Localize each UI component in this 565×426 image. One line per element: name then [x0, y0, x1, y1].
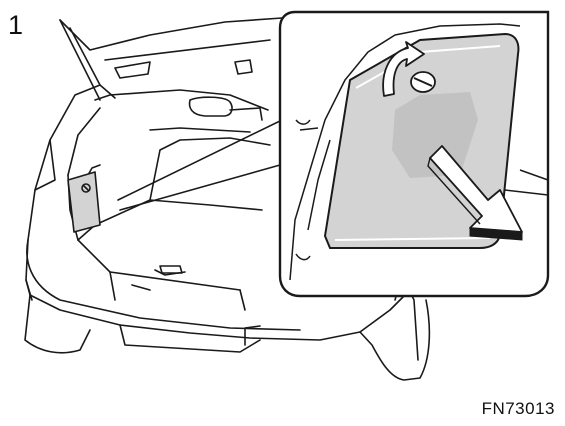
zoom-inset	[278, 10, 550, 298]
step-number: 1	[8, 10, 24, 40]
figure-code: FN73013	[481, 399, 555, 418]
screw-icon	[410, 71, 436, 93]
rotate-arrow-icon	[382, 41, 425, 97]
cargo-area	[67, 89, 271, 311]
side-panel-small	[67, 171, 101, 233]
car-body-outline	[24, 84, 431, 381]
callout-lines	[117, 119, 283, 211]
pull-direction-arrow-icon	[427, 145, 523, 241]
